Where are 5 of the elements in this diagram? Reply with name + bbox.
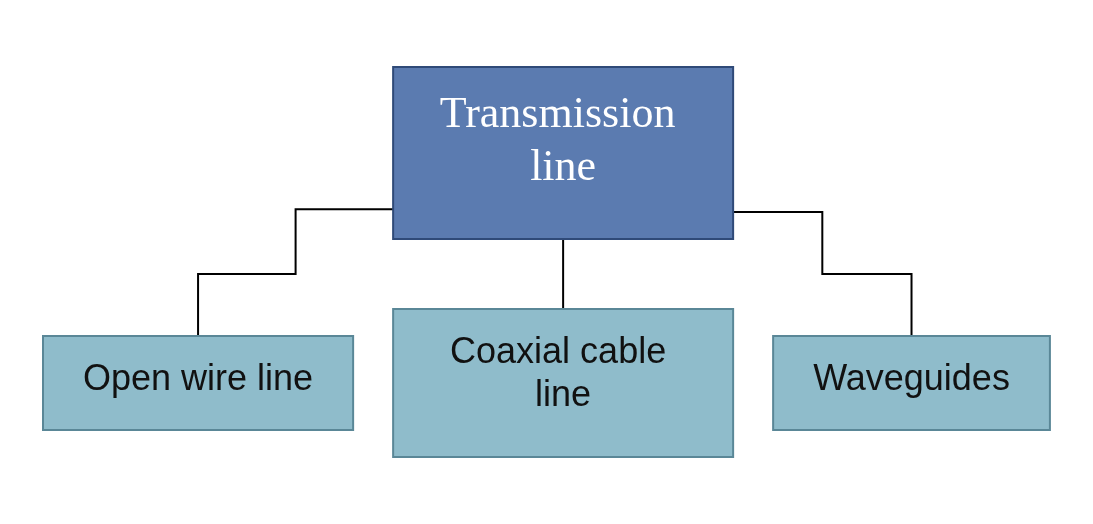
- node-box: Waveguides: [772, 335, 1051, 431]
- connector: [562, 238, 565, 310]
- node-box: Coaxial cable line: [392, 308, 735, 458]
- node-box: Transmission line: [392, 66, 735, 240]
- node-box: Open wire line: [42, 335, 355, 431]
